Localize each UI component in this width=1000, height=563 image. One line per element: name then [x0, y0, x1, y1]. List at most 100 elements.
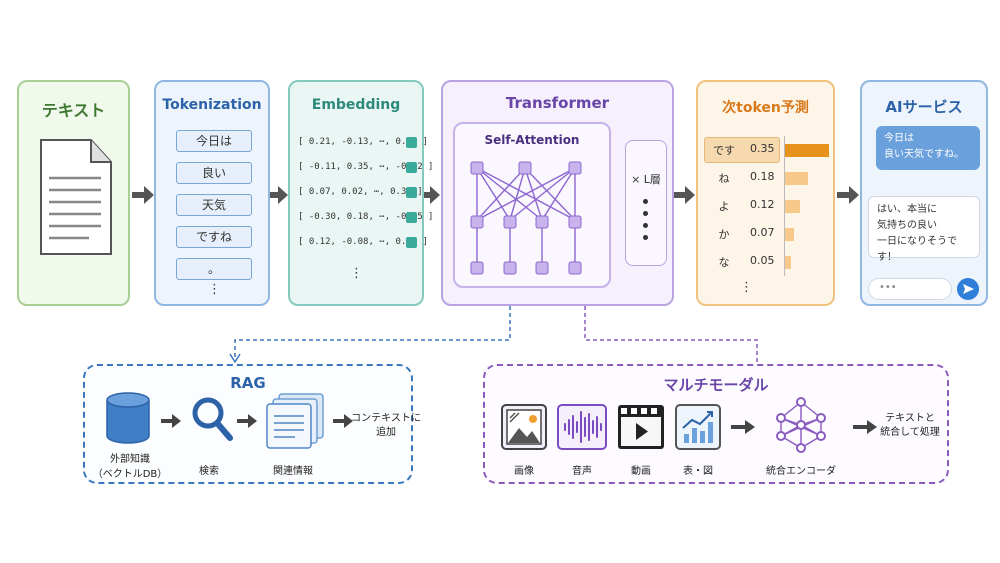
- database-label-line: 外部知識: [110, 454, 150, 465]
- multimodal-panel: マルチモーダル 画像 音声 動画 表・図: [483, 364, 949, 484]
- stage-tokenization: Tokenization 今日は 良い 天気 ですね 。 ⋮: [154, 80, 270, 306]
- layers-box: × L層: [625, 140, 667, 266]
- image-icon: [501, 404, 547, 450]
- vector-marker: [406, 187, 417, 198]
- prediction-prob: 0.35: [750, 142, 775, 155]
- vector-marker: [406, 237, 417, 248]
- arrow-right-icon: [418, 186, 440, 204]
- media-label: 動画: [631, 466, 651, 477]
- prediction-word: か: [718, 228, 730, 241]
- attention-network-icon: [470, 161, 582, 275]
- ellipsis: ⋮: [350, 266, 363, 281]
- audio-wave-icon: [557, 404, 607, 450]
- stage-text: テキスト: [17, 80, 130, 306]
- multimodal-result-line: テキストと: [885, 413, 935, 424]
- stage-transformer: Transformer Self-Attention × L層: [441, 80, 674, 306]
- self-attention-title: Self-Attention: [484, 133, 580, 147]
- ellipsis: ⋮: [740, 280, 753, 295]
- database-label-line: （ベクトルDB）: [92, 469, 168, 480]
- documents-label: 関連情報: [273, 466, 313, 477]
- multimodal-title: マルチモーダル: [663, 376, 769, 394]
- vector-marker: [406, 212, 417, 223]
- prediction-prob: 0.05: [750, 254, 775, 267]
- arrow-right-icon: [132, 186, 154, 204]
- stage-transformer-title: Transformer: [505, 94, 610, 112]
- arrow-right-icon: [837, 186, 859, 204]
- layers-dots: [643, 199, 649, 240]
- probability-bar: [785, 228, 794, 241]
- stage-next-token: 次token予測 です 0.35 ね 0.18 よ 0.12 か 0.07 な …: [696, 80, 835, 306]
- self-attention-box: Self-Attention: [453, 122, 611, 288]
- prediction-prob: 0.07: [750, 226, 775, 239]
- database-label: 外部知識 （ベクトルDB）: [89, 450, 171, 480]
- bar-axis: [784, 136, 785, 276]
- arrow-right-icon: [266, 186, 288, 204]
- embedding-vector: [ 0.07, 0.02, ⋯, 0.31 ]: [298, 187, 423, 197]
- probability-bar: [785, 256, 791, 269]
- embedding-vector: [ -0.11, 0.35, ⋯, -0.22 ]: [298, 162, 434, 172]
- probability-bar: [785, 172, 808, 185]
- token-box: ですね: [176, 226, 252, 248]
- bot-message-line: はい、本当に: [877, 204, 937, 215]
- token-box: 今日は: [176, 130, 252, 152]
- chart-icon: [675, 404, 721, 450]
- media-label: 表・図: [683, 466, 713, 477]
- bot-message-line: 一日になりそうです！: [877, 236, 957, 263]
- bot-message-line: 気持ちの良い: [877, 220, 937, 231]
- ellipsis: ⋮: [208, 282, 221, 297]
- multimodal-result-label: テキストと 統合して処理: [875, 412, 945, 440]
- prediction-prob: 0.18: [750, 170, 775, 183]
- video-icon: [618, 405, 664, 449]
- user-message-line: 良い天気ですね。: [884, 149, 964, 160]
- rag-panel: RAG 外部知識 （ベクトルDB） 検索 関連情報 コンテキストに 追加: [83, 364, 421, 484]
- search-icon: [192, 397, 233, 441]
- multimodal-result-line: 統合して処理: [880, 427, 940, 438]
- embedding-vector: [ 0.21, -0.13, ⋯, 0.47 ]: [298, 137, 429, 147]
- rag-title: RAG: [230, 374, 266, 392]
- embedding-vector: [ -0.30, 0.18, ⋯, -0.05 ]: [298, 212, 434, 222]
- vector-marker: [406, 162, 417, 173]
- probability-bar: [785, 200, 800, 213]
- user-message-line: 今日は: [884, 133, 914, 144]
- media-label: 画像: [514, 466, 534, 477]
- arrow-right-icon: [237, 414, 257, 428]
- prediction-word: よ: [718, 200, 730, 213]
- bot-message-bubble: はい、本当に 気持ちの良い 一日になりそうです！: [868, 196, 980, 263]
- prediction-prob: 0.12: [750, 198, 775, 211]
- token-box: 良い: [176, 162, 252, 184]
- arrow-right-icon: [731, 420, 755, 434]
- send-button[interactable]: [957, 278, 979, 300]
- user-message-bubble: 今日は 良い天気ですね。: [876, 126, 980, 170]
- vector-marker: [406, 137, 417, 148]
- database-icon: [106, 392, 150, 444]
- token-box: 天気: [176, 194, 252, 216]
- probability-bar: [785, 144, 829, 157]
- rag-result-label: コンテキストに 追加: [351, 412, 421, 440]
- stage-next-token-title: 次token予測: [722, 100, 809, 116]
- stage-ai-service: AIサービス 今日は 良い天気ですね。 はい、本当に 気持ちの良い 一日になりそ…: [860, 80, 988, 306]
- stage-text-title: テキスト: [41, 101, 106, 120]
- chat-input[interactable]: •••: [868, 278, 952, 300]
- arrow-right-icon: [161, 414, 181, 428]
- send-icon: [963, 284, 974, 294]
- arrow-right-icon: [333, 414, 353, 428]
- token-box: 。: [176, 258, 252, 280]
- stage-embedding: Embedding [ 0.21, -0.13, ⋯, 0.47 ] [ -0.…: [288, 80, 433, 306]
- input-dots: •••: [879, 282, 897, 293]
- document-icon: [40, 139, 112, 255]
- stage-ai-service-title: AIサービス: [885, 98, 963, 116]
- encoder-label: 統合エンコーダ: [766, 466, 836, 477]
- prediction-word: です: [713, 144, 735, 157]
- top-prediction-highlight: [704, 137, 780, 163]
- arrow-right-icon: [673, 186, 695, 204]
- arrow-right-icon: [853, 420, 877, 434]
- prediction-word: な: [718, 256, 730, 269]
- embedding-vector: [ 0.12, -0.08, ⋯, 0.09 ]: [298, 237, 429, 247]
- rag-result-line: コンテキストに: [351, 413, 421, 424]
- media-label: 音声: [572, 466, 592, 477]
- layers-label: × L層: [631, 173, 661, 186]
- documents-icon: [266, 393, 324, 449]
- stage-embedding-title: Embedding: [311, 97, 401, 113]
- stage-tokenization-title: Tokenization: [162, 97, 262, 113]
